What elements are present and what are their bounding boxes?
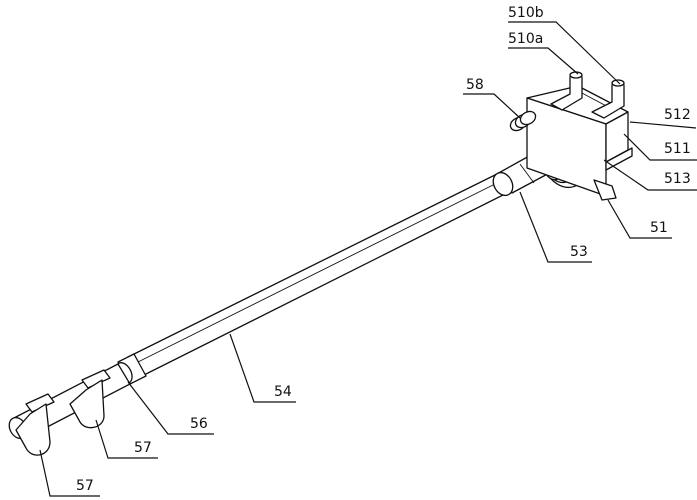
reference-numerals: 510b 510a 58 512 511 513 51 53 54 56 57 …: [76, 5, 691, 494]
hook-57-right: [69, 369, 111, 429]
bracket-51: [526, 85, 633, 201]
rod-54: [127, 173, 514, 378]
hook-510a: [550, 71, 583, 111]
label-511: 511: [664, 141, 691, 157]
label-54: 54: [274, 384, 292, 400]
label-510a: 510a: [508, 31, 543, 47]
label-58: 58: [466, 77, 484, 93]
label-513: 513: [664, 171, 691, 187]
hook-510b: [591, 79, 625, 119]
hook-57-left: [15, 393, 55, 456]
label-53: 53: [570, 244, 588, 260]
label-57-upper: 57: [134, 440, 152, 456]
label-510b: 510b: [508, 5, 544, 21]
label-57-lower: 57: [76, 478, 94, 494]
label-512: 512: [664, 107, 691, 123]
leader-lines: [39, 21, 697, 497]
label-56: 56: [190, 416, 208, 432]
label-51: 51: [650, 220, 668, 236]
